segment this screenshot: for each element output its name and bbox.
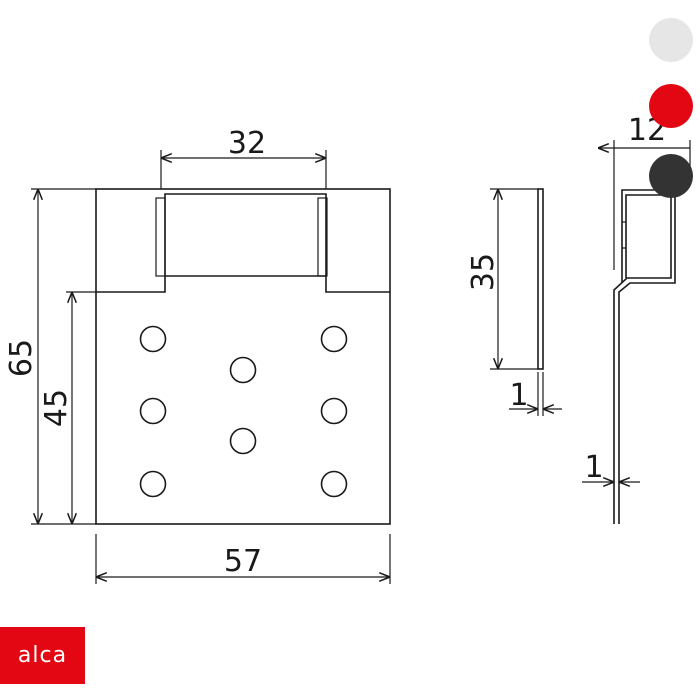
dim-top-width: 32 xyxy=(160,126,327,189)
color-swatch-white[interactable] xyxy=(649,18,693,62)
left-slot xyxy=(155,197,166,277)
dim-side-thickness: 1 xyxy=(509,372,562,416)
dim-label-45: 45 xyxy=(39,389,74,427)
dim-label-57: 57 xyxy=(224,544,262,579)
hole xyxy=(139,397,167,425)
hole xyxy=(139,470,167,498)
dim-total-height: 65 xyxy=(4,188,96,525)
side-plate xyxy=(537,188,544,370)
dim-label-35: 35 xyxy=(466,253,501,291)
front-view: 32 65 45 57 xyxy=(4,126,391,584)
plate-outline xyxy=(95,188,391,525)
side-view: 35 1 xyxy=(466,188,562,416)
right-slot xyxy=(317,197,328,277)
logo-text: alca xyxy=(17,643,68,668)
hole xyxy=(139,325,167,353)
dim-label-65: 65 xyxy=(4,339,39,377)
color-swatch-black[interactable] xyxy=(649,154,693,198)
profile-bracket xyxy=(613,189,676,524)
color-swatch-red[interactable] xyxy=(649,84,693,128)
dim-label-32: 32 xyxy=(228,126,266,161)
hole xyxy=(320,397,348,425)
mounting-holes xyxy=(139,325,348,498)
dim-base-width: 57 xyxy=(95,534,391,584)
hole xyxy=(320,325,348,353)
dim-label-1-profile: 1 xyxy=(584,450,603,485)
alca-logo: alca xyxy=(0,627,85,684)
color-swatches xyxy=(649,18,693,198)
dim-side-height: 35 xyxy=(466,188,538,370)
hanger-tab xyxy=(96,193,390,293)
dim-profile-thickness: 1 xyxy=(582,450,640,485)
hole xyxy=(320,470,348,498)
dim-label-1-side: 1 xyxy=(509,378,528,413)
dim-lower-height: 45 xyxy=(39,291,96,524)
hole xyxy=(229,427,257,455)
hole xyxy=(229,356,257,384)
